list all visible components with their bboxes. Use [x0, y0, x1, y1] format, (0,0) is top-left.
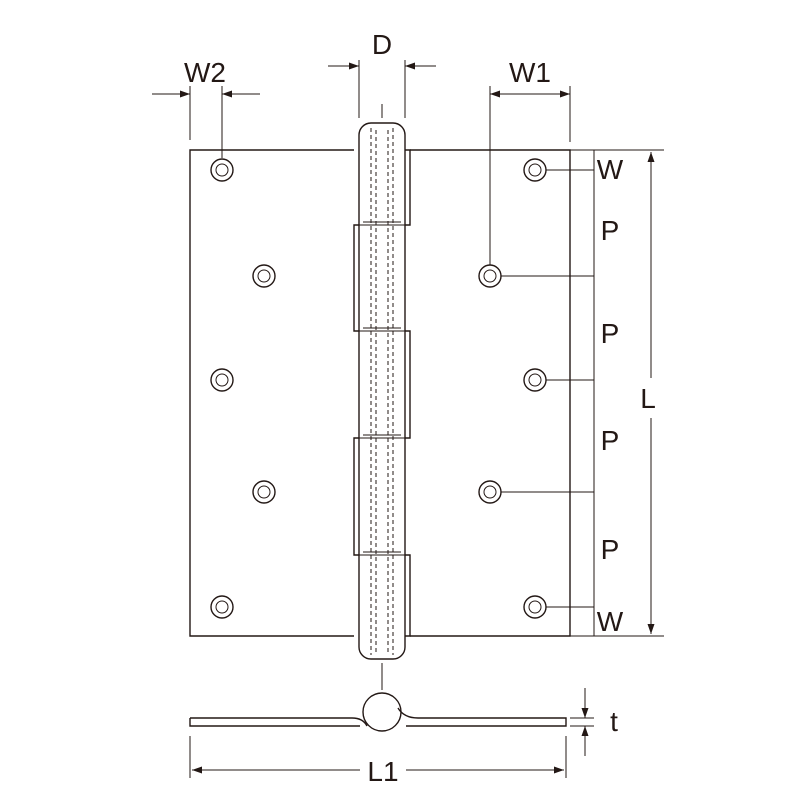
dimension-l1 — [189, 736, 567, 778]
dimension-pitch-chain — [501, 149, 664, 637]
label-d: D — [372, 29, 392, 60]
label-p-2: P — [601, 318, 620, 349]
screw-hole — [252, 264, 276, 288]
side-view — [189, 692, 567, 732]
label-p-1: P — [601, 215, 620, 246]
screw-hole — [523, 158, 547, 182]
dimension-d — [328, 60, 436, 118]
label-w2: W2 — [184, 57, 226, 88]
label-w1: W1 — [509, 57, 551, 88]
screw-hole — [523, 595, 547, 619]
screw-hole — [210, 368, 234, 392]
label-l: L — [640, 383, 656, 414]
screw-hole — [478, 480, 502, 504]
knuckle-interlock-contour — [353, 149, 411, 637]
knuckle-joints — [359, 221, 405, 556]
screw-hole — [252, 480, 276, 504]
dimension-w2 — [152, 86, 260, 158]
screw-hole — [478, 264, 502, 288]
hinge-barrel — [358, 122, 406, 660]
screw-holes — [210, 158, 547, 619]
label-p-4: P — [601, 534, 620, 565]
left-leaf-outline — [189, 149, 354, 637]
screw-hole — [210, 158, 234, 182]
screw-hole — [523, 368, 547, 392]
screw-hole — [210, 595, 234, 619]
label-w-bottom: W — [597, 606, 624, 637]
label-l1: L1 — [367, 756, 398, 787]
hidden-pin-lines — [370, 128, 394, 655]
label-p-3: P — [601, 425, 620, 456]
dimension-w1 — [489, 86, 571, 265]
side-view-leaves — [189, 707, 567, 727]
dimension-t — [570, 688, 594, 756]
side-view-barrel — [362, 692, 402, 732]
label-t: t — [610, 706, 618, 737]
label-w-top: W — [597, 154, 624, 185]
